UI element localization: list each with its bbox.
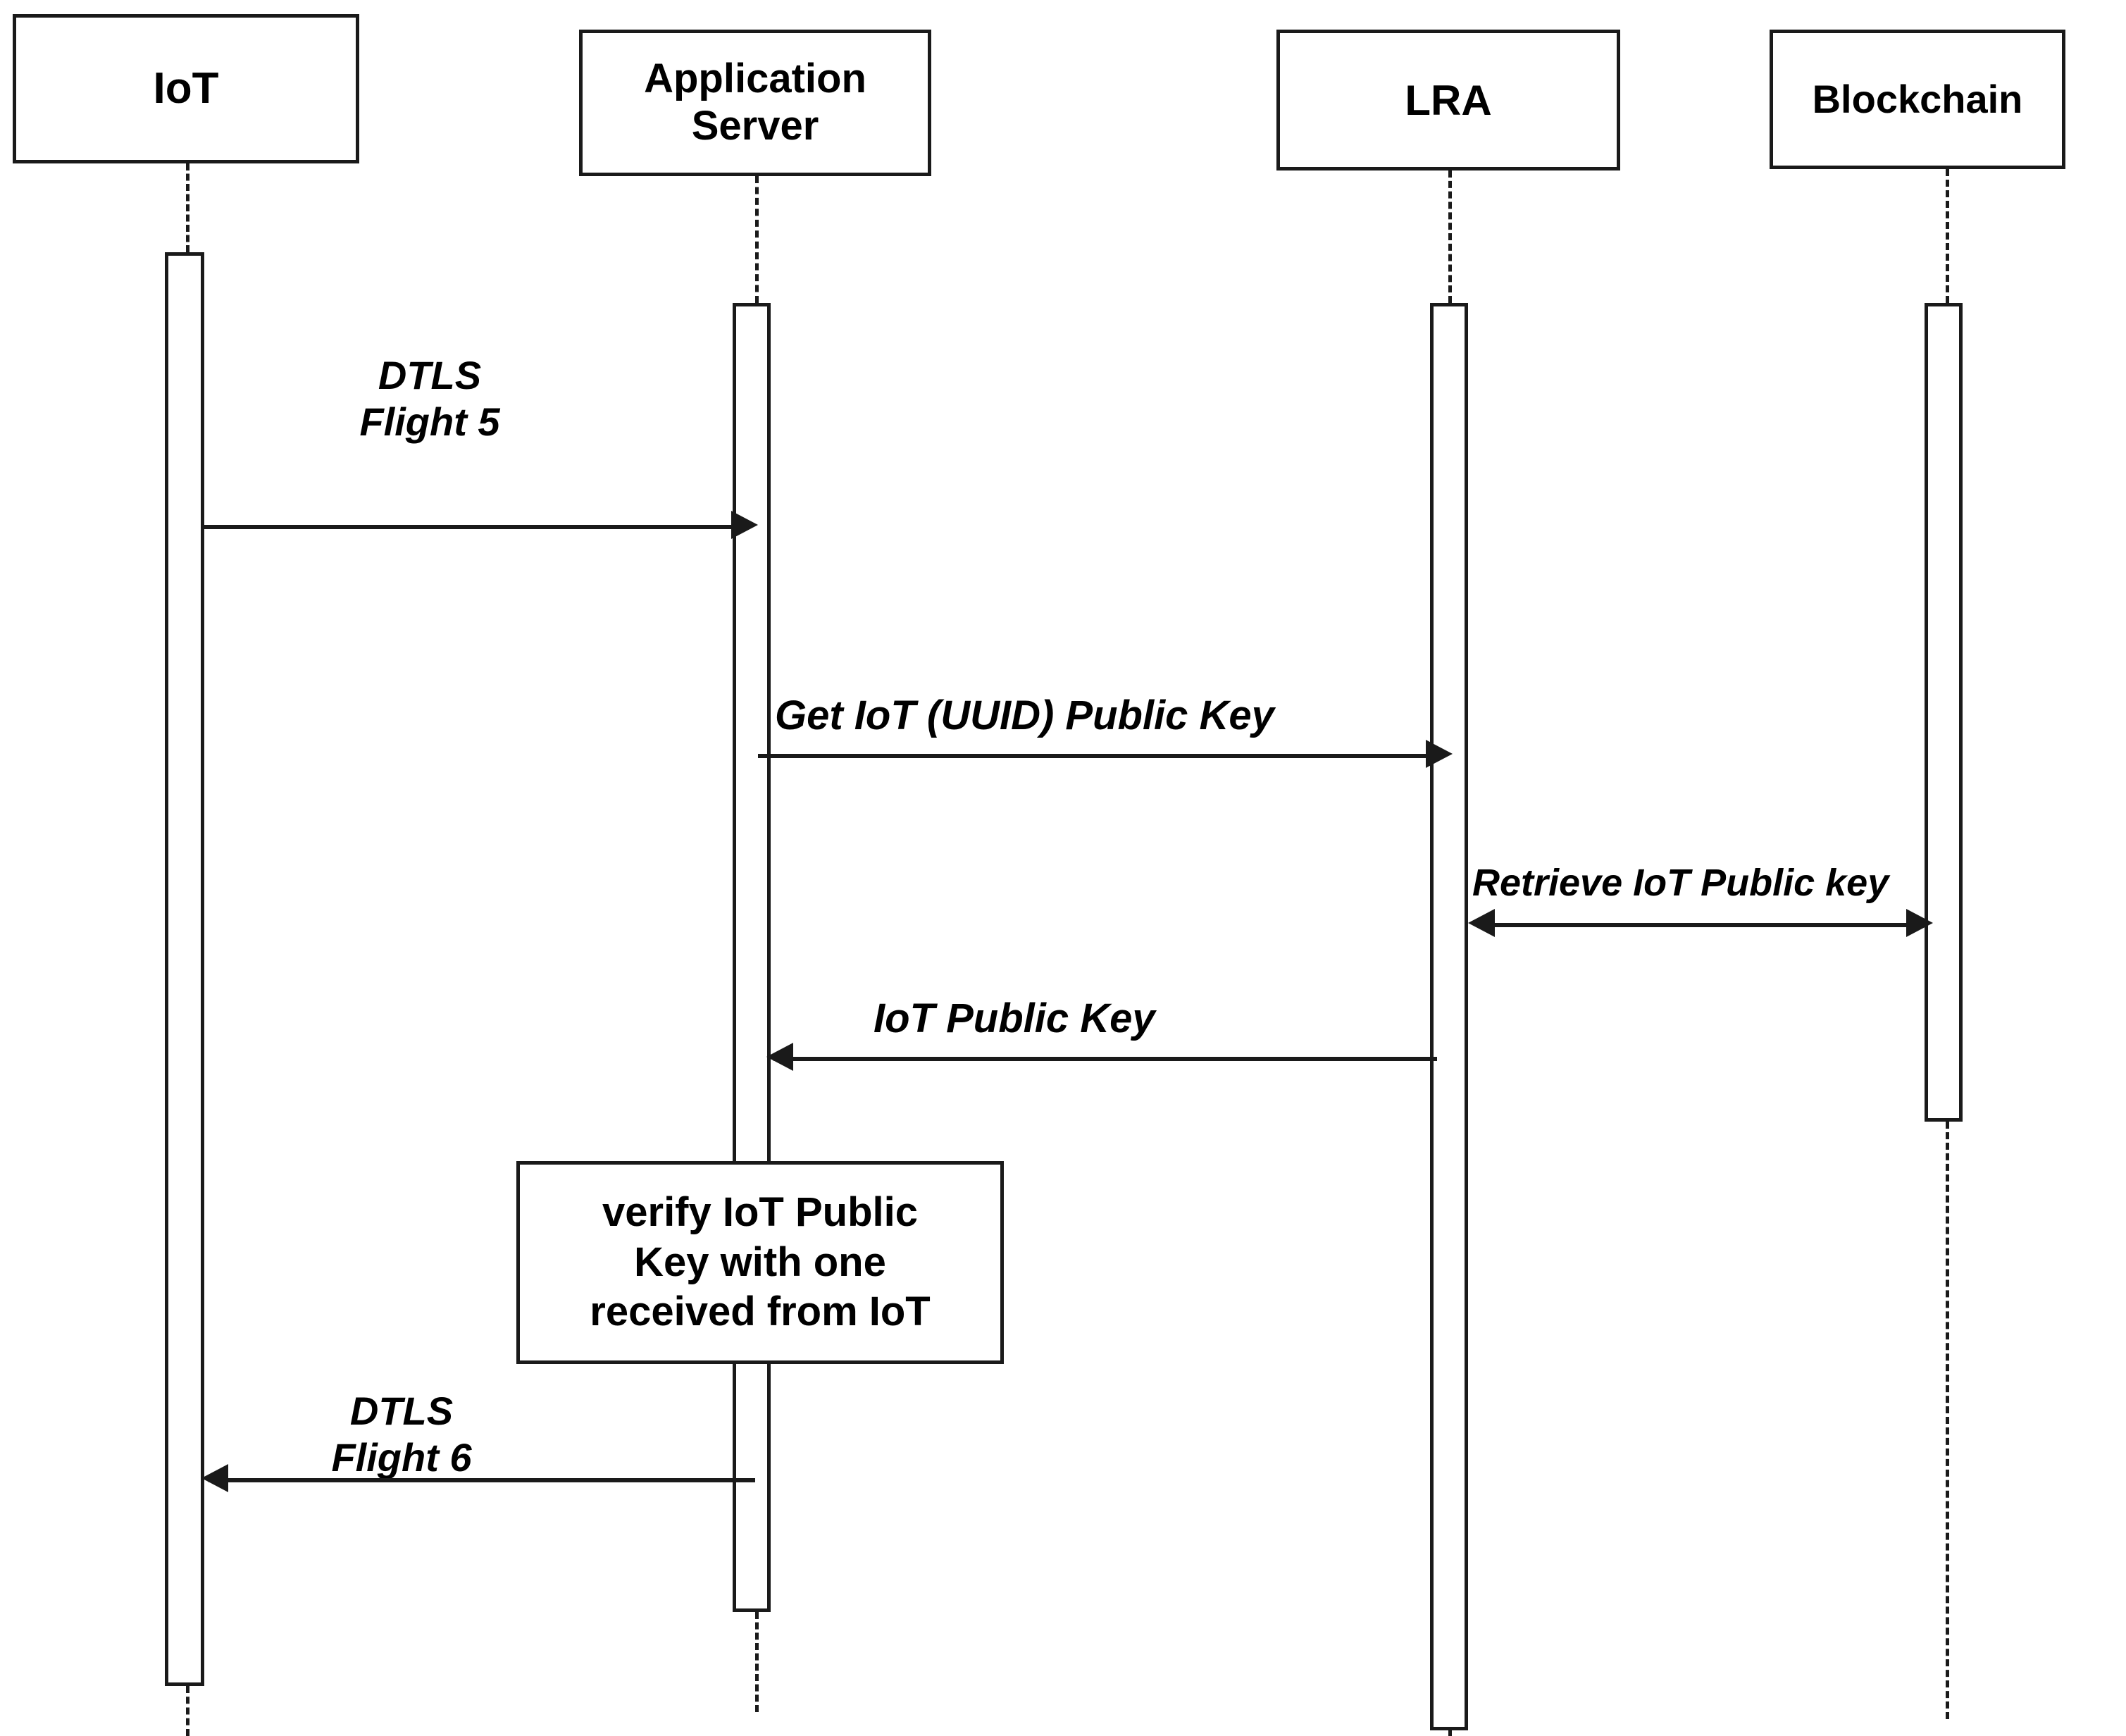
- activation-bar-app-server: [733, 303, 771, 1612]
- participant-label-blockchain: Blockchain: [1812, 76, 2023, 121]
- participant-box-blockchain[interactable]: Blockchain: [1770, 30, 2065, 169]
- lifeline-app-server-bottom: [755, 1612, 759, 1712]
- participant-label-app-server: Application Server: [644, 56, 866, 149]
- message-line-dtls-flight-6[interactable]: [209, 1478, 755, 1482]
- participant-label-iot: IoT: [153, 64, 219, 113]
- message-label-dtls-flight-5: DTLS Flight 5: [359, 353, 500, 445]
- activation-bar-lra: [1430, 303, 1468, 1730]
- activation-bar-iot: [165, 252, 204, 1686]
- message-line-get-iot-uuid-public-key[interactable]: [758, 754, 1444, 758]
- message-arrowhead-dtls-flight-6: [201, 1464, 228, 1492]
- message-label-retrieve-iot-public-key: Retrieve IoT Public key: [1472, 862, 1889, 904]
- participant-box-lra[interactable]: LRA: [1276, 30, 1620, 170]
- message-arrowhead-start-retrieve-iot-public-key: [1468, 909, 1495, 937]
- message-line-dtls-flight-5[interactable]: [204, 525, 750, 529]
- note-verify-iot-public-key[interactable]: verify IoT Public Key with one received …: [516, 1161, 1004, 1364]
- message-label-get-iot-uuid-public-key: Get IoT (UUID) Public Key: [775, 693, 1274, 738]
- participant-label-lra: LRA: [1405, 76, 1492, 124]
- message-arrowhead-end-retrieve-iot-public-key: [1906, 909, 1933, 937]
- participant-box-iot[interactable]: IoT: [13, 14, 359, 163]
- lifeline-blockchain-top: [1946, 169, 1949, 303]
- participant-box-app-server[interactable]: Application Server: [579, 30, 931, 176]
- lifeline-lra-top: [1448, 170, 1452, 303]
- message-arrowhead-iot-public-key: [766, 1043, 793, 1071]
- message-arrowhead-get-iot-uuid-public-key: [1426, 740, 1453, 768]
- message-label-dtls-flight-6: DTLS Flight 6: [331, 1389, 472, 1480]
- lifeline-lra-bottom: [1448, 1730, 1452, 1736]
- message-arrowhead-dtls-flight-5: [731, 511, 758, 539]
- note-text-verify-iot-public-key: verify IoT Public Key with one received …: [590, 1189, 931, 1335]
- message-line-retrieve-iot-public-key[interactable]: [1478, 923, 1923, 927]
- message-label-iot-public-key: IoT Public Key: [874, 996, 1155, 1041]
- lifeline-app-server-top: [755, 176, 759, 303]
- message-line-iot-public-key[interactable]: [773, 1057, 1437, 1061]
- lifeline-iot-bottom: [186, 1686, 189, 1736]
- lifeline-iot-top: [186, 163, 189, 252]
- activation-bar-blockchain: [1925, 303, 1963, 1122]
- lifeline-blockchain-bottom: [1946, 1122, 1949, 1719]
